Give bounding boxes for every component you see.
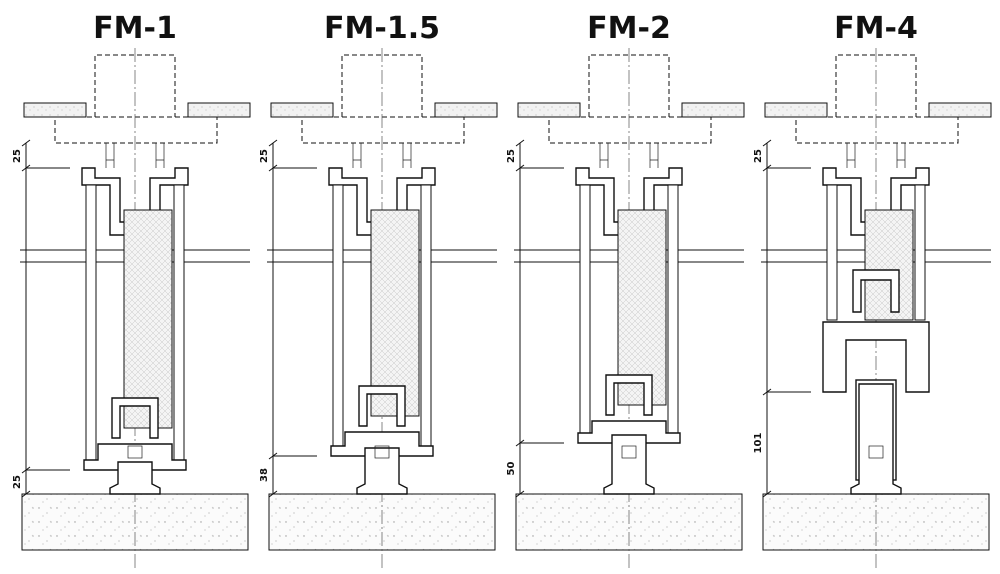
glass-pane-right (173, 184, 185, 471)
dimension-tick (762, 139, 772, 147)
section-title: FM-4 (834, 11, 918, 46)
top-frame-profile (328, 167, 436, 236)
top-clip-right (896, 143, 906, 168)
ceiling-plate-dashed (795, 116, 959, 144)
ceiling-plate-dashed (301, 116, 465, 144)
section-panel-4: FM-4 25 101 (753, 11, 992, 570)
top-clip-left (352, 143, 362, 168)
dimension-top: 25 (259, 149, 270, 163)
ceiling-board-right (928, 102, 992, 118)
ceiling-plate-dashed (54, 116, 218, 144)
insulation-infill (123, 209, 173, 429)
ceiling-board-left (23, 102, 87, 118)
bottom-panel-profile (852, 269, 900, 313)
insulation-infill (617, 209, 667, 406)
floor-track (850, 383, 902, 495)
adjuster-block (127, 445, 143, 459)
dimension-tick (268, 139, 278, 147)
dimension-bottom: 50 (506, 462, 517, 476)
dimension-top: 25 (12, 149, 23, 163)
top-clip-right (649, 143, 659, 168)
top-frame-profile (81, 167, 189, 236)
dimension-tick (268, 490, 278, 498)
section-panel-1: FM-1 25 25 (12, 11, 251, 570)
floor-track (109, 461, 161, 495)
insulation-infill (864, 209, 914, 321)
ceiling-board-right (434, 102, 498, 118)
ceiling-board-left (270, 102, 334, 118)
top-clip-left (599, 143, 609, 168)
glass-pane-left (332, 184, 344, 457)
dimension-bottom: 101 (753, 433, 764, 454)
floor-track (356, 447, 408, 495)
glass-pane-right (914, 184, 926, 321)
ceiling-plate-dashed (548, 116, 712, 144)
ceiling-board-right (187, 102, 251, 118)
dimension-bottom: 38 (259, 468, 270, 482)
top-frame-profile (822, 167, 930, 236)
transom-profile (822, 321, 930, 393)
ceiling-board-left (764, 102, 828, 118)
top-frame-profile (575, 167, 683, 236)
top-clip-left (105, 143, 115, 168)
glass-pane-left (579, 184, 591, 444)
ceiling-beam-dashed (94, 54, 176, 117)
top-clip-left (846, 143, 856, 168)
dimension-tick (762, 490, 772, 498)
section-title: FM-2 (587, 11, 671, 46)
glass-pane-left (85, 184, 97, 471)
ceiling-beam-dashed (588, 54, 670, 117)
bottom-panel-profile (111, 397, 159, 439)
bottom-panel-profile (358, 385, 406, 427)
top-clip-right (402, 143, 412, 168)
dimension-tick (21, 490, 31, 498)
ceiling-beam-dashed (835, 54, 917, 117)
dimension-tick (21, 139, 31, 147)
dimension-bottom: 25 (12, 475, 23, 489)
ceiling-beam-dashed (341, 54, 423, 117)
ceiling-board-right (681, 102, 745, 118)
dimension-tick (515, 490, 525, 498)
dimension-tick (515, 139, 525, 147)
bottom-panel-profile (605, 374, 653, 416)
dimension-top: 25 (753, 149, 764, 163)
glass-pane-right (667, 184, 679, 444)
dimension-top: 25 (506, 149, 517, 163)
glass-pane-right (420, 184, 432, 457)
glass-pane-left (826, 184, 838, 321)
top-clip-right (155, 143, 165, 168)
adjuster-block (621, 445, 637, 459)
section-title: FM-1 (93, 11, 177, 46)
adjuster-block (868, 445, 884, 459)
adjuster-block (374, 445, 390, 459)
ceiling-board-left (517, 102, 581, 118)
section-panel-2: FM-1.5 25 38 (259, 11, 498, 570)
section-panel-3: FM-2 25 50 (506, 11, 745, 570)
section-title: FM-1.5 (324, 11, 440, 46)
floor-track (603, 434, 655, 495)
insulation-infill (370, 209, 420, 417)
